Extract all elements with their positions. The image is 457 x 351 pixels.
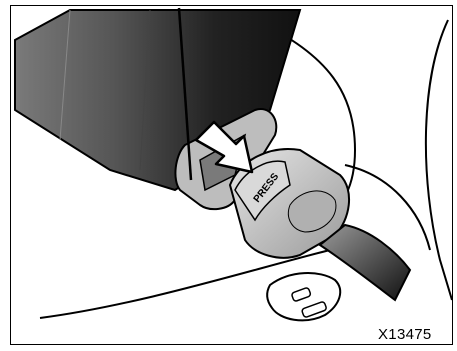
figure-code: X13475 <box>378 326 432 343</box>
seat-side-panel <box>426 20 452 300</box>
